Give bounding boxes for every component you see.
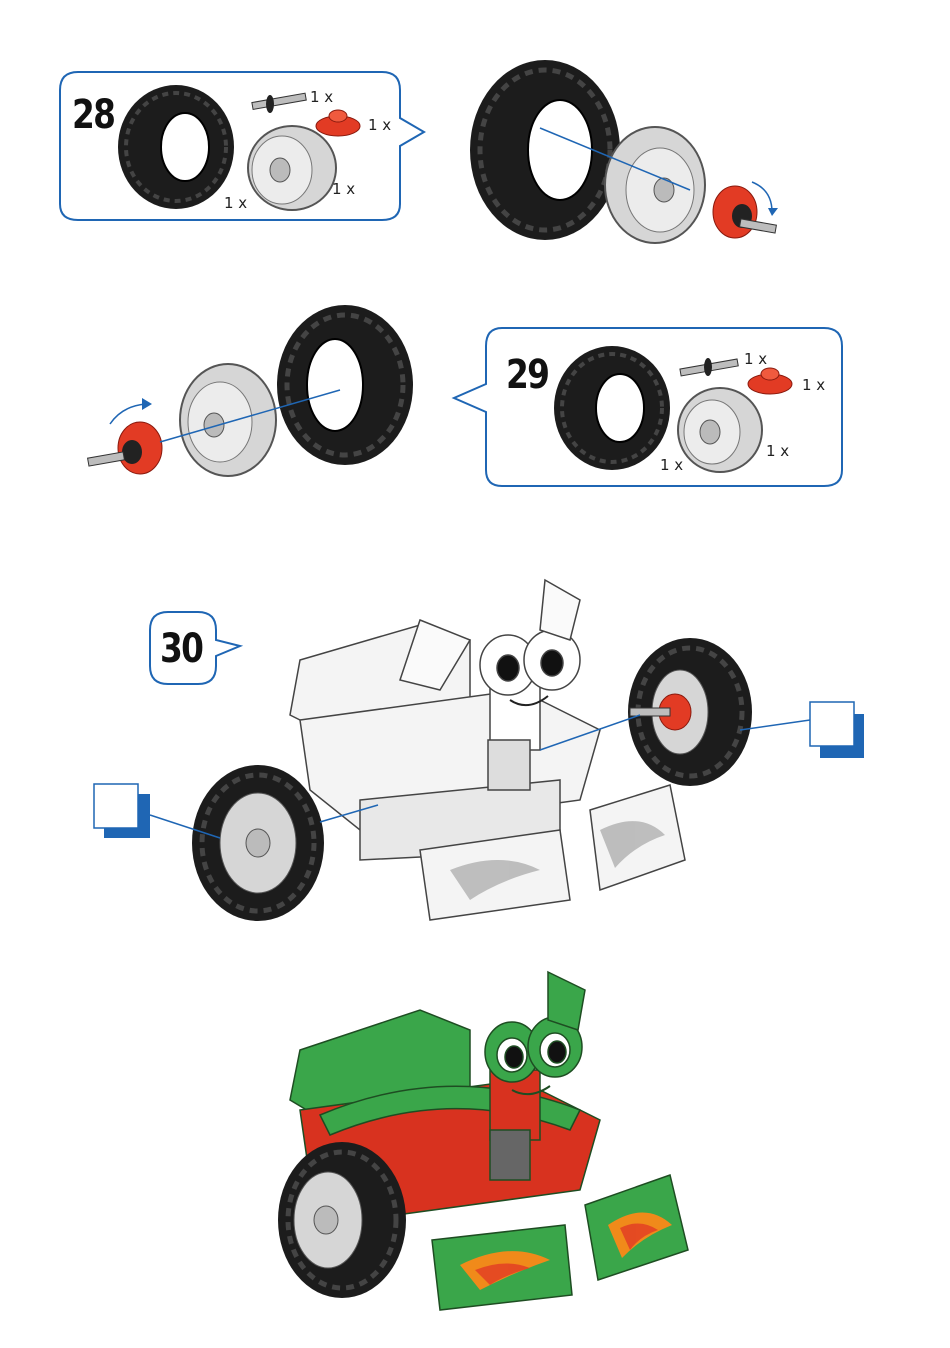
reference-square-right <box>810 702 864 758</box>
step-number: 29 <box>506 352 548 398</box>
quantity-label: 1 x <box>802 376 825 394</box>
quantity-label: 1 x <box>744 350 767 368</box>
tire-icon <box>192 765 324 921</box>
tire-icon <box>278 1142 406 1298</box>
tire-icon <box>554 346 670 470</box>
step-number: 30 <box>160 626 202 672</box>
step-30-frame <box>0 600 260 700</box>
step-29-frame <box>0 0 950 500</box>
reference-square-left <box>94 784 150 838</box>
quantity-label: 1 x <box>766 442 789 460</box>
step-30-callout: 30 <box>0 600 260 700</box>
tire-icon <box>628 638 752 786</box>
quantity-label: 1 x <box>660 456 683 474</box>
rim-icon <box>678 388 762 472</box>
step-29-callout: 29 1 x 1 x 1 x 1 x <box>0 0 950 500</box>
